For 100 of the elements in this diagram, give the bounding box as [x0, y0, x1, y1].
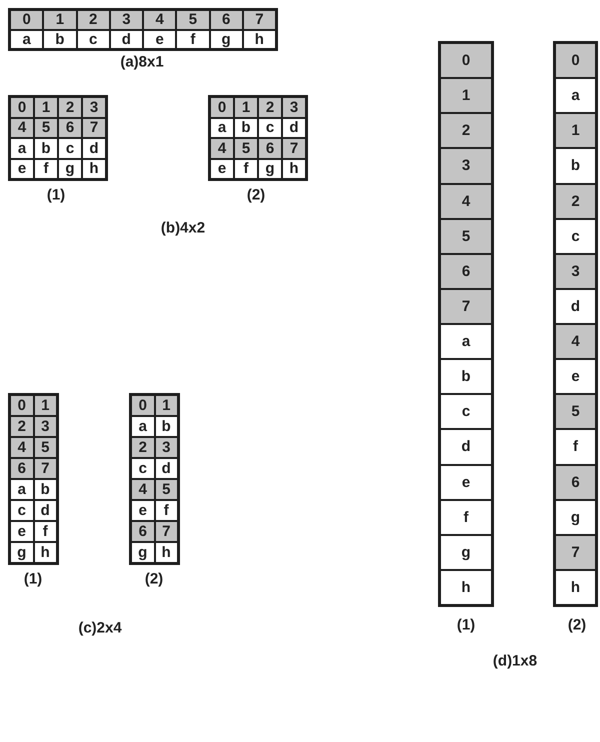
- grid-cell: 2: [441, 114, 491, 148]
- grid-cell: 1: [441, 79, 491, 112]
- caption: (d)1x8: [492, 654, 538, 668]
- grid-cell: 6: [132, 522, 154, 541]
- grid-cell: 3: [283, 98, 305, 116]
- grid-cell: 1: [35, 98, 57, 116]
- grid-cell: 3: [441, 149, 491, 182]
- grid-cell: a: [132, 417, 154, 436]
- grid-cell: b: [35, 139, 57, 158]
- caption: (1): [456, 618, 476, 632]
- grid-cell: 4: [132, 480, 154, 499]
- grid-cell: a: [441, 325, 491, 358]
- grid-cell: 0: [11, 396, 32, 415]
- grid-cell: 7: [283, 139, 305, 158]
- grid-cell: d: [556, 290, 595, 323]
- caption: (1): [46, 188, 66, 202]
- grid-cell: 7: [441, 290, 491, 323]
- grid-cell: 0: [11, 98, 33, 116]
- grid-cell: 5: [441, 220, 491, 253]
- grid-cell: 3: [156, 438, 177, 457]
- grid-cell: f: [156, 501, 177, 520]
- caption: (2): [144, 572, 164, 586]
- grid-cell: d: [83, 139, 105, 158]
- grid-cell: 6: [556, 466, 595, 499]
- grid-cell: 4: [556, 325, 595, 358]
- grid-cell: f: [177, 30, 208, 48]
- grid-cell: 3: [556, 254, 595, 288]
- grid-cell: 1: [156, 396, 177, 415]
- grid-cell: g: [210, 30, 242, 48]
- grid-cell: f: [35, 160, 57, 178]
- grid-cell: c: [441, 395, 491, 428]
- grid-cell: c: [59, 139, 81, 158]
- grid-cell: f: [235, 160, 257, 178]
- grid-cell: 7: [34, 459, 56, 478]
- grid-cell: 0: [11, 11, 42, 28]
- grid-cell: 6: [441, 254, 491, 288]
- grid-cell: 6: [11, 459, 32, 478]
- grid-cell: b: [556, 149, 595, 182]
- grid-cell: 7: [156, 522, 177, 541]
- grid-cell: 6: [259, 139, 281, 158]
- grid-cell: 3: [83, 98, 105, 116]
- caption: (2): [568, 618, 586, 632]
- grid-cell: h: [556, 570, 595, 604]
- grid-cell: 2: [259, 98, 281, 116]
- grid-cell: e: [144, 30, 176, 48]
- grid-cell: c: [78, 30, 109, 48]
- caption: (c)2x4: [78, 620, 122, 636]
- grid-cell: c: [259, 118, 281, 137]
- grid-cell: 5: [235, 139, 257, 158]
- grid-cell: 6: [59, 118, 81, 137]
- caption: (b)4x2: [160, 220, 206, 236]
- grid-cell: 4: [11, 118, 33, 137]
- grid-cell: e: [556, 360, 595, 394]
- grid-cell: d: [441, 430, 491, 464]
- grid-cell: f: [441, 500, 491, 534]
- grid-cell: 0: [211, 98, 233, 116]
- grid-cell: d: [34, 501, 56, 520]
- grid-cell: e: [11, 160, 33, 178]
- caption: (2): [246, 188, 266, 202]
- grid-cell: 4: [441, 184, 491, 218]
- grid-cell: h: [83, 160, 105, 178]
- grid-cell: b: [441, 360, 491, 394]
- grid-cell: b: [34, 480, 56, 499]
- grid-cell: d: [283, 118, 305, 137]
- grid-cell: 4: [144, 11, 176, 28]
- grid-cell: 5: [177, 11, 208, 28]
- grid-cell: 0: [132, 396, 154, 415]
- grid-cell: 7: [556, 536, 595, 569]
- grid-cell: g: [132, 543, 154, 562]
- grid-cell: e: [132, 501, 154, 520]
- grid-cell: 4: [211, 139, 233, 158]
- grid-cell: 5: [35, 118, 57, 137]
- grid-cell: 2: [78, 11, 109, 28]
- grid-cell: b: [235, 118, 257, 137]
- grid-cell: f: [556, 430, 595, 464]
- grid-cell: 0: [441, 44, 491, 78]
- grid-cell: f: [34, 522, 56, 541]
- grid-cell: 2: [59, 98, 81, 116]
- grid-cell: 5: [34, 438, 56, 457]
- caption: (a)8x1: [120, 54, 164, 70]
- grid-cell: 7: [244, 11, 275, 28]
- grid-cell: 1: [34, 396, 56, 415]
- grid-cell: e: [11, 522, 32, 541]
- grid-cell: h: [441, 570, 491, 604]
- grid-cell: g: [556, 500, 595, 534]
- grid-cell: 2: [556, 184, 595, 218]
- grid-cell: 2: [11, 417, 32, 436]
- grid-cell: g: [441, 536, 491, 569]
- grid-cell: 4: [11, 438, 32, 457]
- grid-cell: e: [441, 466, 491, 499]
- grid-cell: d: [110, 30, 142, 48]
- grid-cell: b: [44, 30, 76, 48]
- grid-cell: d: [156, 459, 177, 478]
- grid-cell: a: [211, 118, 233, 137]
- grid-cell: 6: [210, 11, 242, 28]
- grid-cell: 2: [132, 438, 154, 457]
- grid-cell: 3: [34, 417, 56, 436]
- grid-cell: 1: [44, 11, 76, 28]
- grid-cell: g: [59, 160, 81, 178]
- grid-cell: c: [556, 220, 595, 253]
